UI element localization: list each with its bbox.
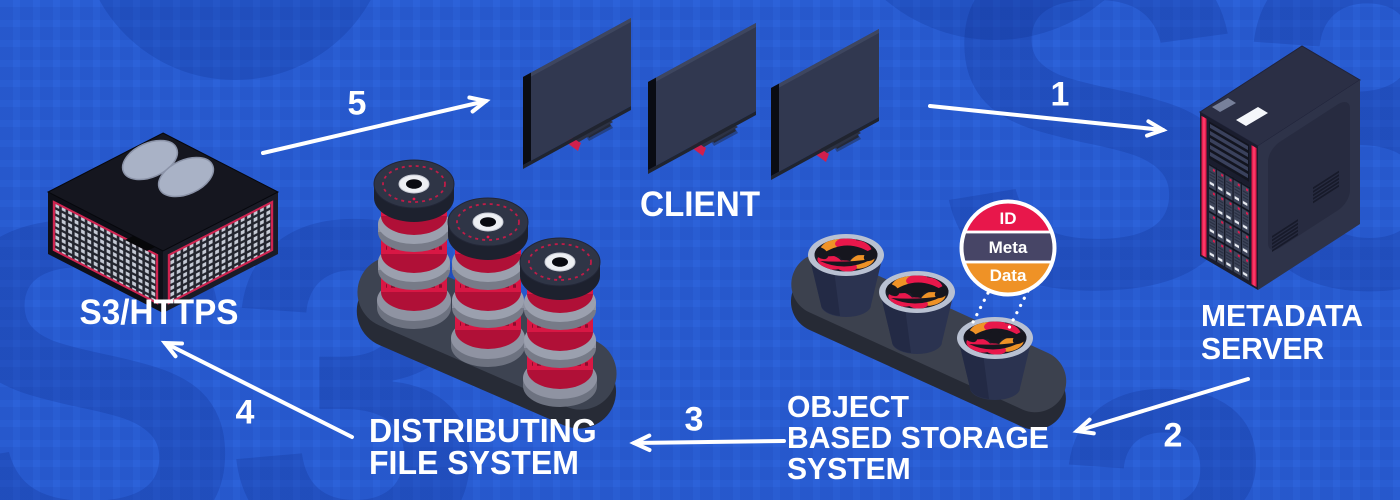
callout-dotted-connector xyxy=(969,291,990,328)
disk-stack-3 xyxy=(518,236,602,409)
step-number-3: 3 xyxy=(684,400,704,439)
server-side-panel xyxy=(1258,80,1360,290)
arrow-step-1 xyxy=(928,104,1168,138)
callout-label-id: ID xyxy=(999,209,1017,228)
server-front-panel xyxy=(1200,112,1258,290)
callout-segment-meta xyxy=(963,232,1053,262)
arrow-step-4 xyxy=(160,340,354,439)
step-number-4: 4 xyxy=(235,393,255,432)
arrow-step-2 xyxy=(1072,377,1250,436)
s3-box-right-mesh-panel xyxy=(167,200,274,305)
label-line: SERVER xyxy=(1201,330,1325,366)
callout-circle xyxy=(959,199,1057,330)
distributing-file-system-device xyxy=(356,158,617,429)
client-monitors xyxy=(523,18,879,180)
label-metadata-server: METADATA SERVER xyxy=(1201,298,1364,366)
s3-box-left-mesh-panel xyxy=(52,200,159,305)
label-client: CLIENT xyxy=(639,185,761,224)
s3-https-device xyxy=(46,132,280,313)
label-line: BASED STORAGE xyxy=(787,420,1049,455)
label-line: DISTRIBUTING xyxy=(369,412,597,449)
disk-stack-2 xyxy=(446,196,530,369)
appliance-button xyxy=(121,139,179,181)
arrow-step-5 xyxy=(261,95,491,155)
label-line: SYSTEM xyxy=(787,451,911,486)
arrow-step-3 xyxy=(629,433,786,452)
label-object-based-storage: OBJECT BASED STORAGE SYSTEM xyxy=(787,391,1049,484)
callout-dotted-connector xyxy=(1007,289,1030,330)
callout-label-data: Data xyxy=(989,266,1027,285)
object-storage-device xyxy=(790,234,1067,430)
disk-stack-1 xyxy=(372,158,456,331)
step-number-1: 1 xyxy=(1050,75,1070,114)
monitor-2 xyxy=(648,23,756,174)
appliance-button xyxy=(157,156,215,198)
watermark-3-bottom-right: 3 xyxy=(1055,330,1278,500)
monitor-1 xyxy=(523,18,631,169)
monitor-3 xyxy=(771,29,879,180)
step-number-2: 2 xyxy=(1163,416,1183,455)
callout-label-meta: Meta xyxy=(988,238,1028,257)
step-number-5: 5 xyxy=(347,84,367,123)
label-distributing-file-system: DISTRIBUTING FILE SYSTEM xyxy=(369,412,597,481)
label-line: METADATA xyxy=(1201,298,1364,333)
metadata-server-device xyxy=(1199,45,1361,290)
label-line: OBJECT xyxy=(787,389,909,424)
label-line: FILE SYSTEM xyxy=(369,444,579,481)
server-vents xyxy=(1272,170,1339,252)
label-s3-https: S3/HTTPS xyxy=(79,293,239,332)
